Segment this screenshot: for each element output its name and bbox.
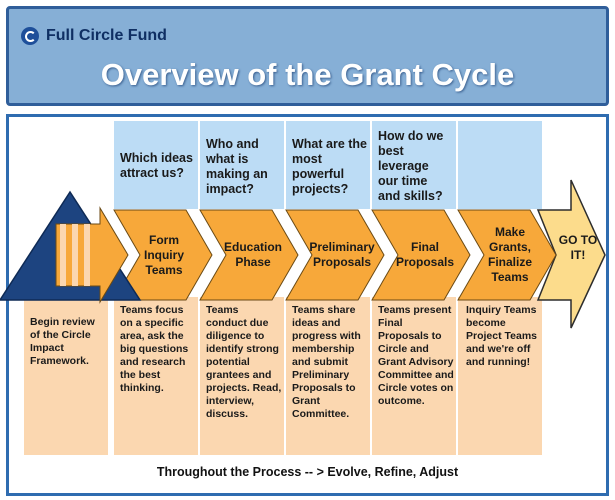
go-arrow (536, 179, 606, 329)
header-banner: Full Circle Fund Overview of the Grant C… (6, 6, 609, 106)
stage-description-3: Teams share ideas and progress with memb… (292, 304, 361, 420)
question-column-4 (372, 121, 456, 209)
stage-question-2: Who and what is making an impact? (206, 137, 268, 196)
go-to-it-label: GO TO IT! (558, 233, 598, 262)
chevron-stage-5 (457, 209, 557, 301)
page-title: Overview of the Grant Cycle (100, 57, 515, 92)
process-footer: Throughout the Process -- > Evolve, Refi… (156, 465, 459, 479)
chevron-stage-4 (371, 209, 471, 301)
description-column-1 (114, 297, 198, 455)
stage-description-1: Teams focus on a specific area, ask the … (120, 304, 189, 394)
description-column-5 (458, 297, 542, 455)
stage-description-5: Inquiry Teams become Project Teams and w… (466, 304, 538, 368)
question-column-3 (286, 121, 370, 209)
description-column-start (24, 297, 108, 455)
question-column-2 (200, 121, 284, 209)
stage-question-4: How do we best leverage our time and ski… (378, 129, 444, 203)
start-description: Begin review of the Circle Impact Framew… (30, 316, 95, 367)
question-column-5 (458, 121, 542, 209)
brand: Full Circle Fund (21, 25, 167, 47)
stage-description-4: Teams present Final Proposals to Circle … (378, 304, 454, 407)
description-column-3 (286, 297, 370, 455)
entry-arrow-icon (55, 206, 129, 304)
chevron-stage-3 (285, 209, 385, 301)
full-circle-logo-icon (21, 27, 39, 45)
stage-label-3: Preliminary Proposals (309, 240, 375, 269)
stage-label-2: Education Phase (223, 240, 282, 269)
stage-label-4: Final Proposals (395, 240, 455, 269)
chevron-stage-1 (113, 209, 213, 301)
description-column-4 (372, 297, 456, 455)
stage-label-1: Form Inquiry Teams (143, 233, 184, 277)
brand-name: Full Circle Fund (46, 27, 167, 44)
stage-question-3: What are the most powerful projects? (292, 137, 368, 196)
stage-question-1: Which ideas attract us? (120, 151, 193, 180)
stage-description-2: Teams conduct due diligence to identify … (206, 304, 282, 420)
description-column-2 (200, 297, 284, 455)
chevron-stage-2 (199, 209, 299, 301)
stage-label-5: Make Grants, Finalize Teams (487, 225, 532, 284)
question-column-1 (114, 121, 198, 209)
